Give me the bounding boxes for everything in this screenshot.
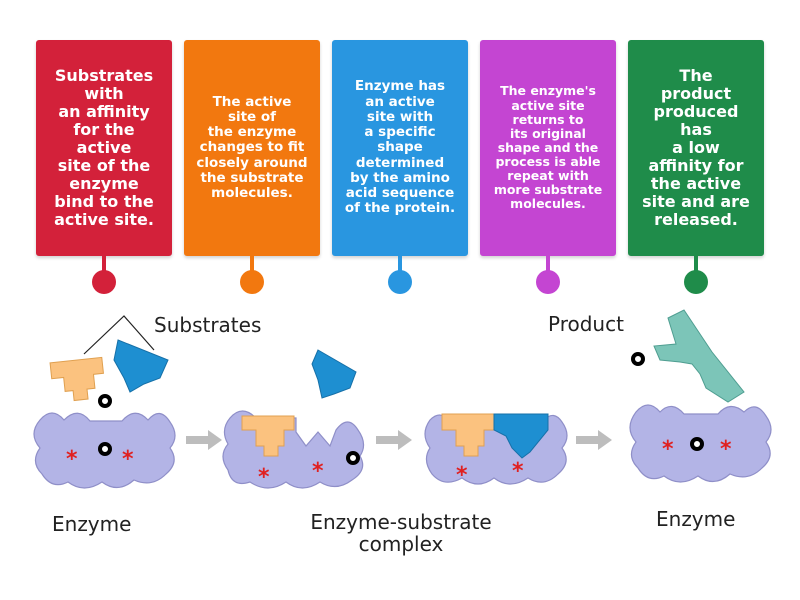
enzyme-label-right: Enzyme: [656, 507, 736, 531]
card-3-pin-dot[interactable]: [388, 270, 412, 294]
active-site-star: *: [512, 459, 524, 484]
card-3-pin-stem: [398, 256, 402, 274]
process-arrow-2: [376, 430, 412, 450]
hotspot-marker-enzyme-site[interactable]: [98, 442, 112, 456]
product-shape: [653, 309, 745, 403]
hotspot-marker-enzyme-return[interactable]: [690, 437, 704, 451]
substrates-label: Substrates: [154, 313, 262, 337]
step-card-3: Enzyme has an active site with a specifi…: [332, 40, 468, 256]
step-card-5: The product produced has a low affinity …: [628, 40, 764, 256]
enzyme-shape-2: [222, 410, 365, 489]
active-site-star: *: [258, 465, 270, 490]
process-arrow-3: [576, 430, 612, 450]
substrate-blue-free: [113, 339, 169, 393]
hotspot-marker-substrate[interactable]: [98, 394, 112, 408]
substrate-blue-approaching: [311, 349, 357, 399]
substrate-orange-free: [49, 356, 104, 402]
card-2-pin-stem: [250, 256, 254, 274]
card-5-pin-stem: [694, 256, 698, 274]
card-1-pin-stem: [102, 256, 106, 274]
active-site-star: *: [66, 447, 78, 472]
card-1-pin-dot[interactable]: [92, 270, 116, 294]
enzyme-substrate-complex-label: Enzyme-substrate complex: [310, 510, 492, 557]
product-label: Product: [548, 312, 624, 336]
process-arrow-1: [186, 430, 222, 450]
hotspot-marker-product[interactable]: [631, 352, 645, 366]
active-site-star: *: [720, 437, 732, 462]
card-4-pin-stem: [546, 256, 550, 274]
enzyme-shape-3: [424, 413, 568, 485]
active-site-star: *: [456, 463, 468, 488]
active-site-star: *: [312, 459, 324, 484]
enzyme-label-left: Enzyme: [52, 512, 132, 536]
step-card-4: The enzyme's active site returns to its …: [480, 40, 616, 256]
card-5-pin-dot[interactable]: [684, 270, 708, 294]
active-site-star: *: [662, 437, 674, 462]
step-card-1: Substrates with an affinity for the acti…: [36, 40, 172, 256]
substrates-bracket: [83, 315, 155, 355]
step-card-2: The active site of the enzyme changes to…: [184, 40, 320, 256]
card-2-pin-dot[interactable]: [240, 270, 264, 294]
card-4-pin-dot[interactable]: [536, 270, 560, 294]
hotspot-marker-active-site-change[interactable]: [346, 451, 360, 465]
active-site-star: *: [122, 447, 134, 472]
